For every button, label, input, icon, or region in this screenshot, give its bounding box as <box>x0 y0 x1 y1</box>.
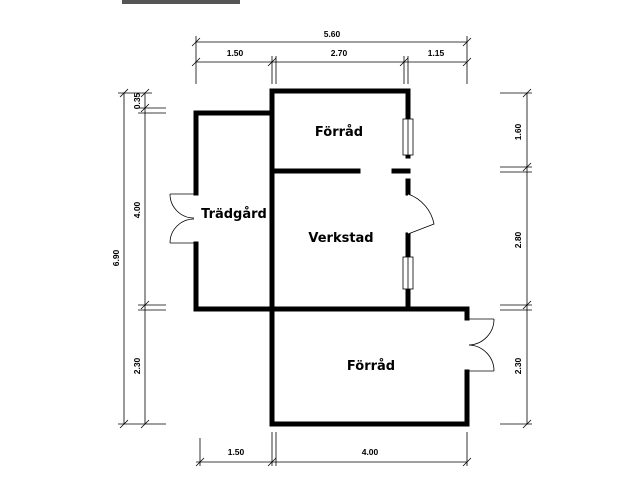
dimension-right <box>500 88 532 429</box>
dim-top-right: 1.15 <box>428 48 445 58</box>
dim-top-total: 5.60 <box>324 29 341 39</box>
dim-top-mid: 2.70 <box>331 48 348 58</box>
dim-bottom-left: 1.50 <box>228 447 245 457</box>
dim-right-bottom: 2.30 <box>513 357 523 374</box>
room-label-verkstad: Verkstad <box>308 231 373 246</box>
dimension-top <box>191 36 472 84</box>
dim-right-mid: 2.80 <box>513 231 523 248</box>
clipped-title-fragment <box>122 0 240 4</box>
dim-left-total: 6.90 <box>111 249 121 266</box>
room-label-forrad-bottom: Förråd <box>347 359 395 374</box>
room-label-tradgard: Trädgård <box>201 207 267 222</box>
walls <box>193 88 470 427</box>
door-verkstad <box>407 193 435 235</box>
dim-right-top: 1.60 <box>513 123 523 140</box>
dim-top-left: 1.50 <box>227 48 244 58</box>
dimension-left <box>118 88 166 429</box>
window-forrad-top <box>402 118 414 156</box>
dim-left-bottom: 2.30 <box>132 357 142 374</box>
dim-left-mid: 4.00 <box>132 201 142 218</box>
room-label-forrad-top: Förråd <box>315 125 363 140</box>
dim-left-top: 0.35 <box>132 92 142 109</box>
dimension-bottom <box>195 432 472 467</box>
door-tradgard <box>169 193 196 244</box>
door-forrad-bottom <box>467 318 495 372</box>
dim-bottom-right: 4.00 <box>362 447 379 457</box>
window-verkstad <box>402 256 414 290</box>
